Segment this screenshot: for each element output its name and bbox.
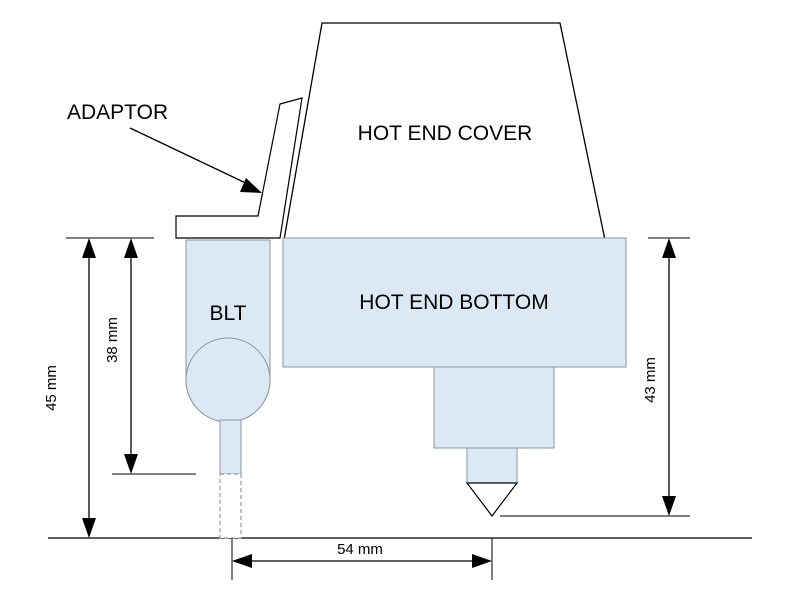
dimension-45mm bbox=[82, 238, 96, 538]
adaptor bbox=[175, 97, 303, 239]
dimension-54mm bbox=[232, 554, 492, 568]
nozzle-tip bbox=[465, 482, 519, 517]
dimension-45mm-label: 45 mm bbox=[43, 365, 60, 411]
dimension-43mm bbox=[662, 238, 676, 516]
dimension-38mm-label: 38 mm bbox=[104, 317, 121, 363]
hot-end-cover-label: HOT END COVER bbox=[358, 122, 533, 145]
blt-label: BLT bbox=[210, 302, 247, 325]
nozzle-body bbox=[466, 447, 518, 484]
hot-end-bottom bbox=[282, 237, 627, 368]
adaptor-leader-line bbox=[129, 127, 253, 187]
hot-end-bottom-label: HOT END BOTTOM bbox=[359, 291, 548, 314]
dimension-54mm-label: 54 mm bbox=[337, 541, 383, 558]
adaptor-label: ADAPTOR bbox=[67, 101, 168, 124]
dimension-38mm bbox=[124, 238, 138, 474]
blt-probe-pin bbox=[219, 419, 242, 475]
adaptor-leader-arrowhead bbox=[240, 178, 262, 193]
heater-block bbox=[433, 366, 555, 449]
blt-sensor-head bbox=[185, 337, 271, 423]
blt-probe-extended bbox=[219, 473, 242, 539]
dimension-43mm-label: 43 mm bbox=[642, 357, 659, 403]
